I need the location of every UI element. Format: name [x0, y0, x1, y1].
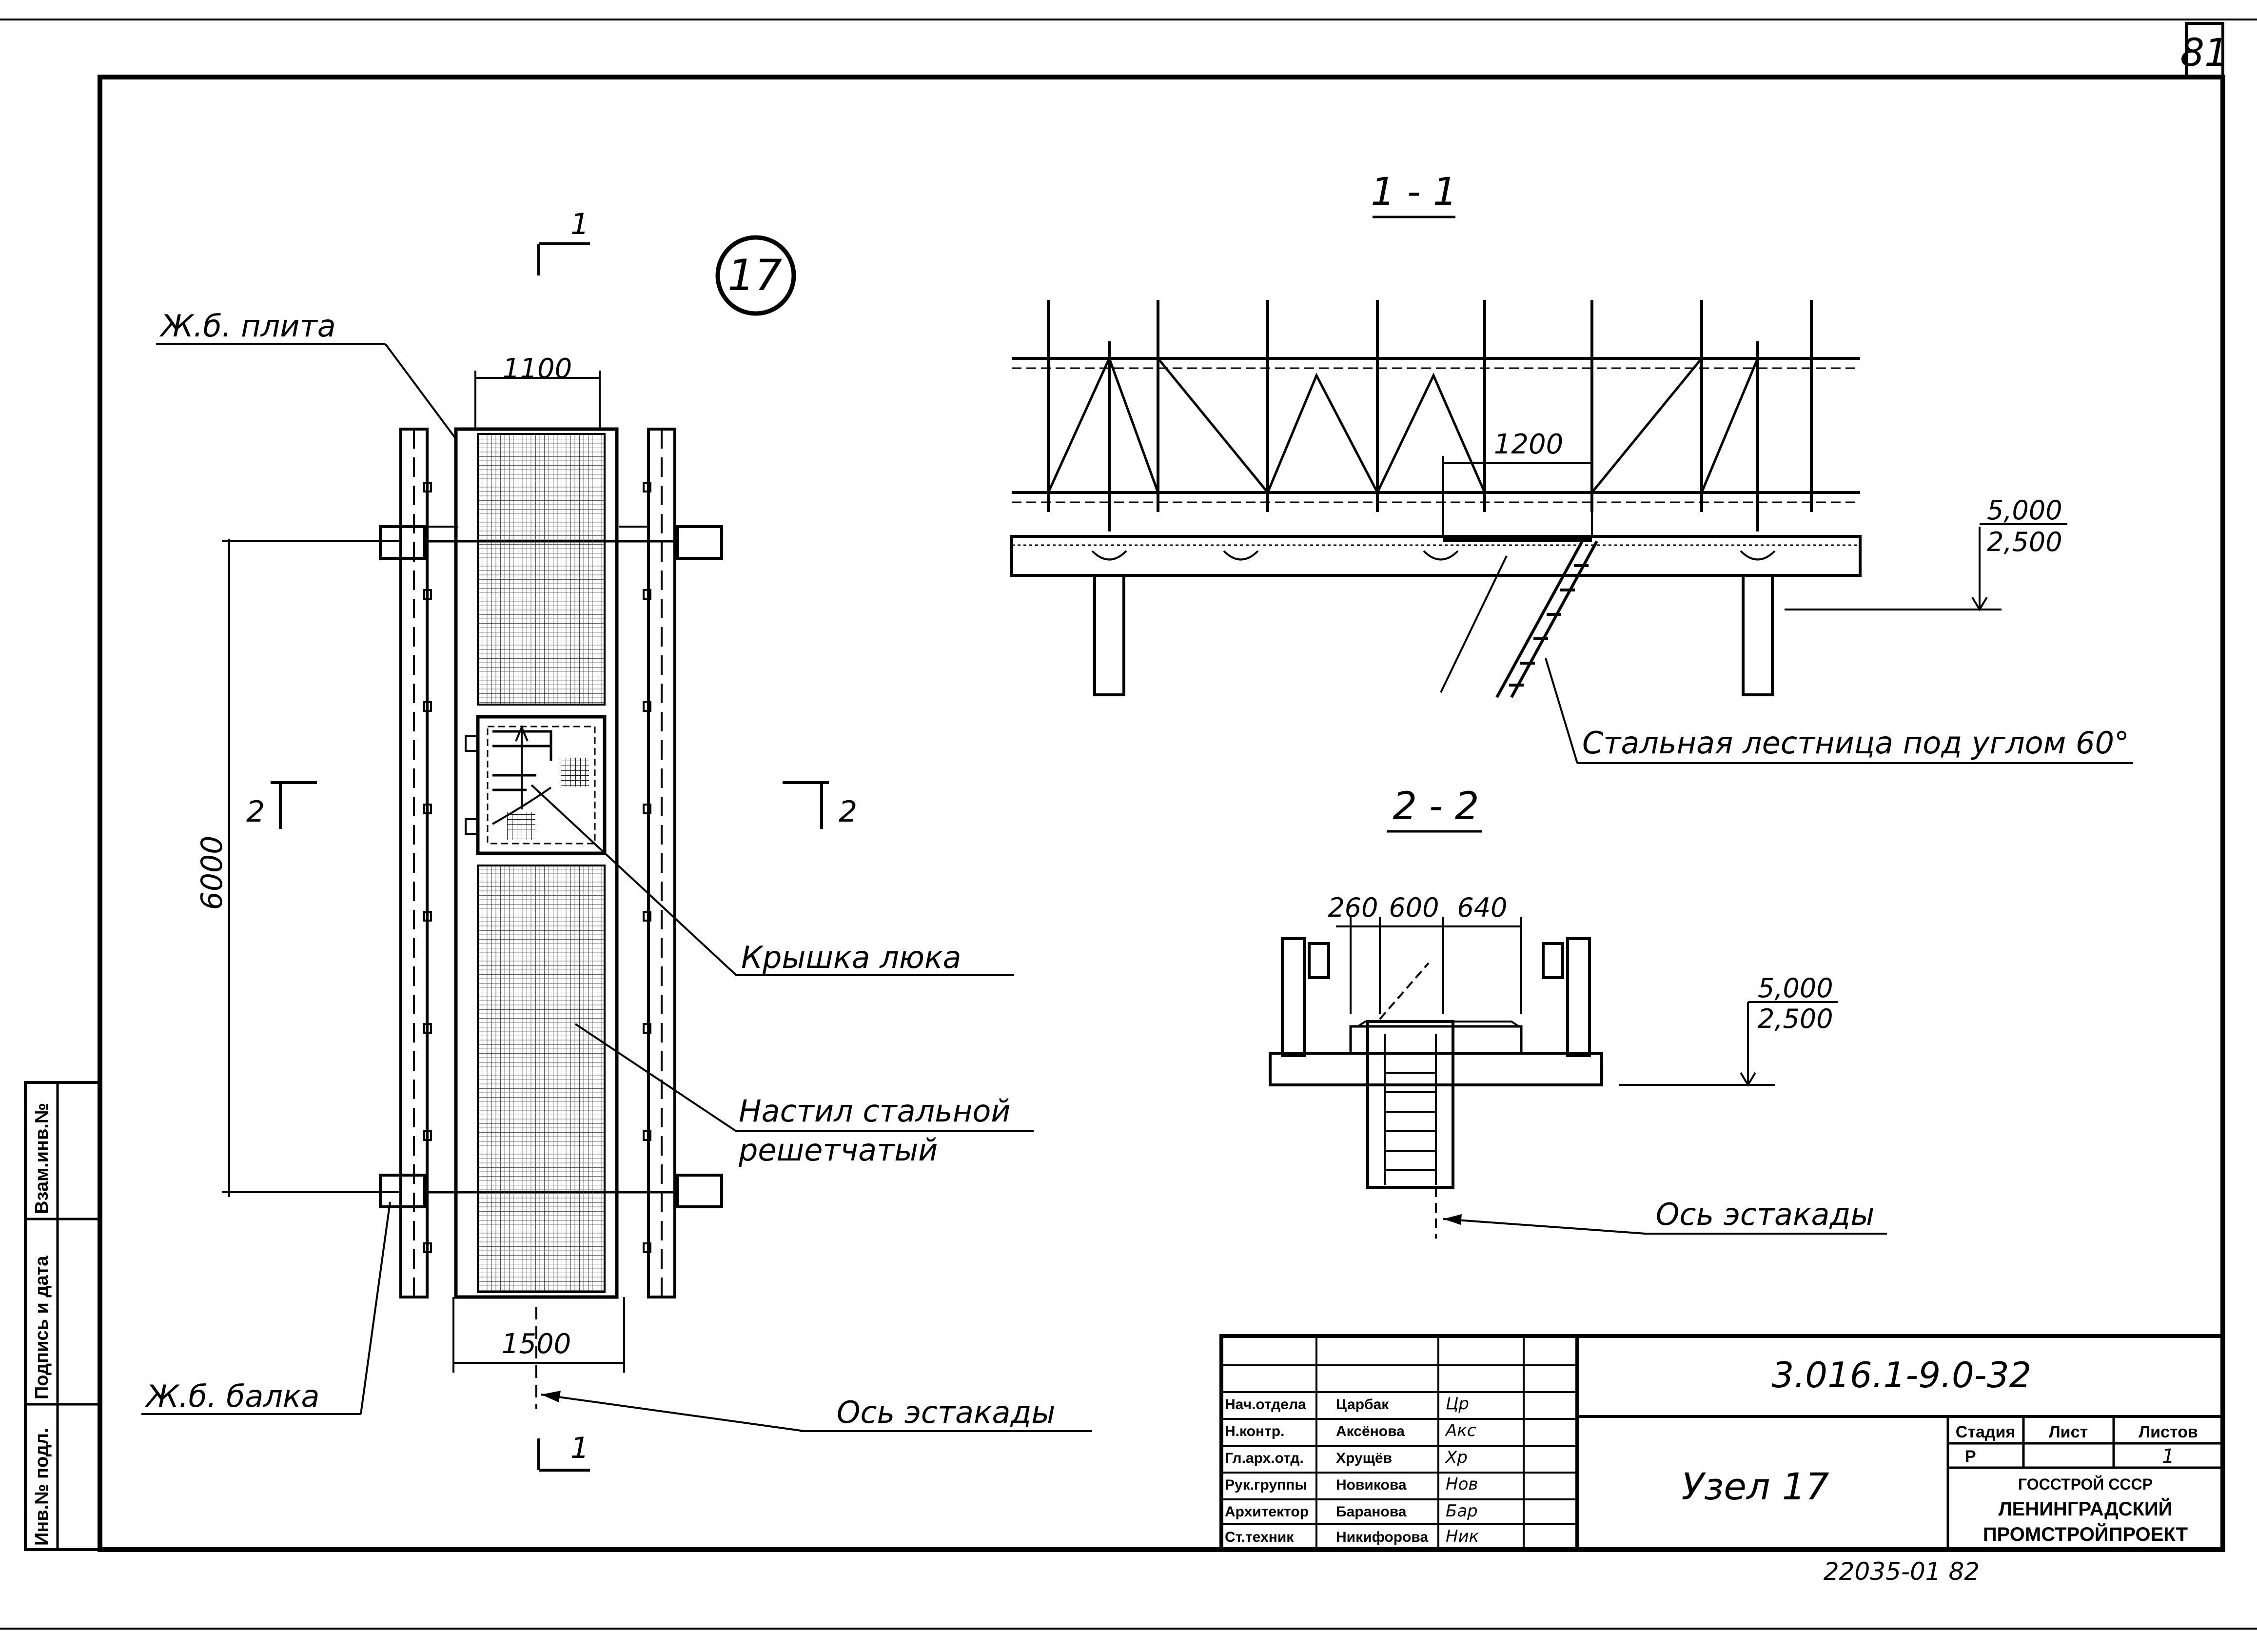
dimension-1500: 1500	[452, 1297, 625, 1373]
section-1-elevation: 5,000 2,500	[1785, 495, 2067, 611]
svg-text:260: 260	[1328, 892, 1378, 923]
dimension-6000: 6000	[195, 539, 400, 1197]
tb-signatures: Цр Акс Хр Нов Бар Ник	[1445, 1394, 1479, 1546]
sheet-number-box: 81	[2180, 22, 2229, 79]
tb-stage: Р	[1965, 1447, 1976, 1466]
svg-text:640: 640	[1457, 892, 1507, 923]
svg-text:Ось эстакады: Ось эстакады	[1656, 1197, 1875, 1232]
leader-slab: Ж.б. плита	[156, 308, 457, 440]
cut-marker-2-left: 2	[246, 781, 317, 829]
tb-sheet-header: Лист	[2049, 1423, 2088, 1441]
svg-text:2,500: 2,500	[1987, 527, 2062, 557]
svg-text:1: 1	[570, 207, 589, 241]
svg-text:6000: 6000	[195, 836, 229, 910]
svg-text:Настил стальной: Настил стальной	[739, 1093, 1011, 1129]
svg-text:Хрущёв: Хрущёв	[1336, 1450, 1392, 1466]
svg-text:Нов: Нов	[1446, 1475, 1478, 1494]
tb-org-1: ГОССТРОЙ СССР	[2018, 1475, 2153, 1493]
cut-marker-2-right: 2	[783, 781, 857, 829]
svg-text:5,000: 5,000	[1987, 495, 2062, 526]
tb-names: Царбак Аксёнова Хрущёв Новикова Баранова…	[1336, 1396, 1428, 1545]
tb-sheets-header: Листов	[2139, 1423, 2198, 1441]
svg-text:Никифорова: Никифорова	[1336, 1529, 1428, 1545]
section-2-2: 2 - 2 260 600 640	[1269, 785, 1887, 1239]
tb-doc-code: 3.016.1-9.0-32	[1772, 1355, 2032, 1396]
archive-number: 22035-01 82	[1824, 1557, 1980, 1586]
leader-ladder: Стальная лестница под углом 60°	[1545, 658, 2133, 764]
right-beam	[647, 428, 723, 1298]
svg-text:1200: 1200	[1494, 429, 1564, 460]
tb-roles: Нач.отдела Н.контр. Гл.арх.отд. Рук.груп…	[1225, 1396, 1309, 1545]
svg-text:Бар: Бар	[1446, 1501, 1478, 1521]
svg-text:решетчатый: решетчатый	[738, 1132, 938, 1168]
hatch-cover	[465, 715, 607, 855]
svg-text:2,500: 2,500	[1758, 1003, 1833, 1034]
svg-text:Гл.арх.отд.: Гл.арх.отд.	[1225, 1450, 1304, 1466]
section-2-elevation: 5,000 2,500	[1619, 973, 1838, 1087]
stamp-replacement-no: Взам.инв.№	[32, 1103, 52, 1214]
detail-marker: 17	[715, 235, 796, 316]
svg-text:17: 17	[727, 250, 782, 300]
plan-axis: Ось эстакады	[535, 1307, 1092, 1432]
leader-beam: Ж.б. балка	[141, 1201, 391, 1415]
svg-text:Ж.б. балка: Ж.б. балка	[144, 1378, 319, 1414]
svg-text:1: 1	[570, 1431, 589, 1465]
svg-text:Акс: Акс	[1445, 1421, 1476, 1440]
svg-text:Нач.отдела: Нач.отдела	[1225, 1396, 1306, 1413]
grating-bottom	[477, 865, 606, 1293]
steel-ladder	[1495, 540, 1598, 698]
section-1-1: 1 - 1	[1010, 170, 2133, 764]
svg-text:Архитектор: Архитектор	[1225, 1504, 1309, 1520]
title-block: Нач.отдела Н.контр. Гл.арх.отд. Рук.груп…	[1219, 1334, 2225, 1552]
svg-text:Хр: Хр	[1445, 1448, 1468, 1467]
svg-text:Царбак: Царбак	[1336, 1396, 1389, 1413]
svg-text:Крышка люка: Крышка люка	[741, 940, 961, 975]
svg-text:Н.контр.: Н.контр.	[1225, 1423, 1284, 1439]
tb-org-3: ПРОМСТРОЙПРОЕКТ	[1983, 1523, 2188, 1545]
tb-org-2: ЛЕНИНГРАДСКИЙ	[1999, 1497, 2173, 1520]
svg-text:Цр: Цр	[1446, 1394, 1469, 1414]
svg-text:Стальная лестница под углом 60: Стальная лестница под углом 60°	[1582, 725, 2129, 761]
sheet-frame	[98, 75, 2225, 1552]
svg-text:5,000: 5,000	[1758, 973, 1833, 1003]
leader-deck: Настил стальной решетчатый	[574, 1023, 1034, 1168]
dimension-1200: 1200	[1442, 429, 1593, 542]
dimension-1100: 1100	[474, 353, 601, 429]
cut-marker-1-bottom: 1	[537, 1431, 590, 1472]
sheet-number: 81	[2180, 31, 2228, 75]
tb-stage-header: Стадия	[1956, 1423, 2015, 1441]
tb-drawing-title: Узел 17	[1682, 1465, 1829, 1508]
svg-text:2: 2	[246, 795, 265, 829]
tb-sheets: 1	[2162, 1445, 2174, 1468]
svg-text:Ст.техник: Ст.техник	[1225, 1529, 1294, 1545]
side-stamp: Инв.№ подл. Подпись и дата Взам.инв.№	[24, 1081, 101, 1551]
stamp-signature-date: Подпись и дата	[32, 1256, 52, 1399]
section-2-axis: Ось эстакады	[1435, 1187, 1887, 1239]
svg-text:1100: 1100	[503, 353, 572, 385]
grating-top	[477, 433, 606, 706]
svg-text:Ник: Ник	[1446, 1527, 1479, 1546]
svg-text:Новикова: Новикова	[1336, 1477, 1407, 1493]
plan-view: 17	[141, 207, 1092, 1472]
section-2-dimensions: 260 600 640	[1328, 892, 1522, 1014]
svg-text:Ж.б. плита: Ж.б. плита	[159, 308, 336, 344]
cut-marker-1-top: 1	[537, 207, 590, 275]
svg-text:Рук.группы: Рук.группы	[1225, 1477, 1307, 1493]
svg-text:2: 2	[839, 795, 857, 829]
svg-text:600: 600	[1389, 892, 1439, 923]
leader-hatch: Крышка люка	[530, 784, 1014, 976]
section-1-1-title: 1 - 1	[1371, 170, 1457, 214]
stamp-inv-no: Инв.№ подл.	[32, 1428, 52, 1546]
plan-axis-label: Ось эстакады	[837, 1395, 1056, 1430]
left-beam	[379, 428, 429, 1298]
svg-text:Аксёнова: Аксёнова	[1336, 1423, 1405, 1439]
section-2-2-title: 2 - 2	[1393, 785, 1479, 828]
svg-text:Баранова: Баранова	[1336, 1504, 1407, 1520]
